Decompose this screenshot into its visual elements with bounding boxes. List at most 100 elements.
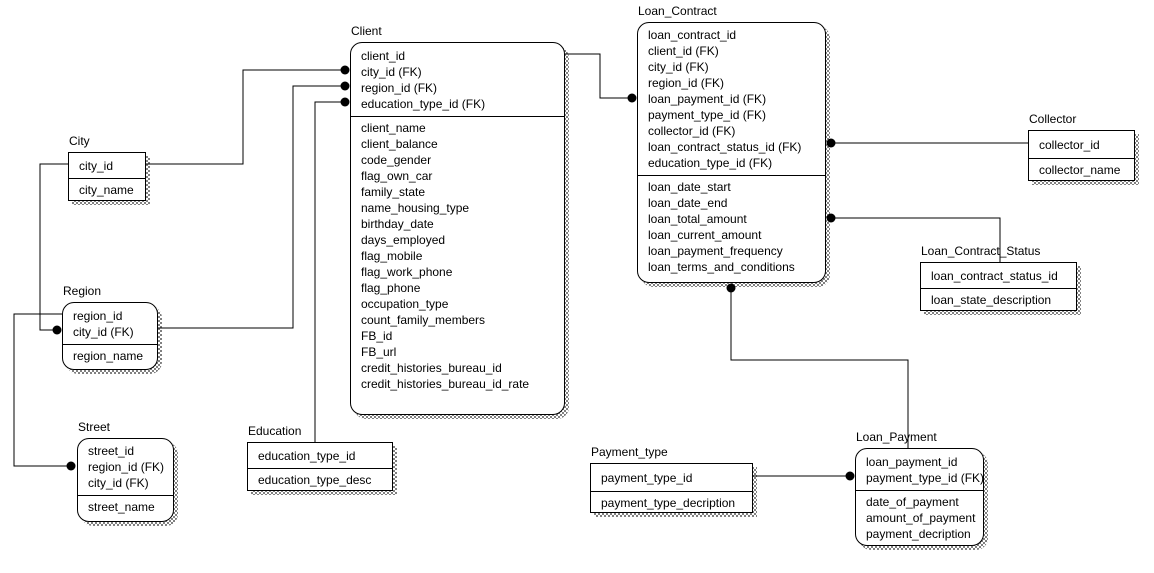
relationship-Loan_Payment-Loan_Contract <box>730 292 909 448</box>
attribute-section: payment_type_decription <box>591 491 752 512</box>
key-section: city_id <box>69 153 145 178</box>
relationship-child-dot <box>627 93 637 103</box>
key-attribute: client_id (FK) <box>648 44 719 58</box>
relationship-Region-Client <box>158 85 341 329</box>
attribute: client_name <box>361 121 426 135</box>
key-attribute: region_id <box>73 308 123 323</box>
relationship-child-dot <box>340 65 350 75</box>
entity-box: street_id region_id (FK) city_id (FK) stree… <box>77 438 174 522</box>
entity-title: Loan_Contract <box>638 4 717 18</box>
attribute: flag_own_car <box>361 169 433 183</box>
attribute: days_employed <box>361 233 446 247</box>
key-attribute: loan_contract_status_id <box>931 268 1058 283</box>
entity-title: Payment_type <box>591 445 668 459</box>
entity-title: Region <box>63 284 102 298</box>
attribute: region_name <box>73 349 144 363</box>
entity-title: Collector <box>1029 112 1077 126</box>
key-attribute: region_id (FK) <box>88 460 165 474</box>
key-section: education_type_id <box>248 443 392 468</box>
entity-Loan_Contract[interactable]: Loan_Contract loan_contract_id client_id (… <box>637 4 830 287</box>
attribute: education_type_desc <box>258 473 372 487</box>
attribute: payment_decription <box>866 527 971 541</box>
attribute: credit_histories_bureau_id <box>361 361 502 375</box>
attribute: client_balance <box>361 137 438 151</box>
key-attribute: city_id (FK) <box>648 60 709 74</box>
key-section: payment_type_id <box>591 464 752 491</box>
attribute: flag_phone <box>361 281 421 295</box>
key-attribute: collector_id <box>1039 137 1100 152</box>
attribute: payment_type_decription <box>601 496 736 510</box>
attribute: family_state <box>361 185 426 199</box>
attribute: name_housing_type <box>361 201 470 215</box>
entity-title: City <box>69 134 90 148</box>
attribute: credit_histories_bureau_id_rate <box>361 377 530 391</box>
key-attribute: loan_payment_id <box>866 454 958 469</box>
key-attribute: loan_payment_id (FK) <box>648 92 767 106</box>
key-attribute: city_id (FK) <box>88 476 149 490</box>
key-attribute: client_id <box>361 48 406 63</box>
relationship-child-dot <box>66 461 76 471</box>
attribute: loan_current_amount <box>648 228 762 242</box>
attribute: birthday_date <box>361 217 434 231</box>
entity-box: city_id city_name <box>68 152 146 201</box>
entity-Street[interactable]: Street street_id region_id (FK) city_id (FK… <box>77 420 178 526</box>
entity-box: collector_id collector_name <box>1028 130 1135 181</box>
key-attribute: education_type_id (FK) <box>361 96 486 111</box>
attribute-section: collector_name <box>1029 158 1134 180</box>
relationship-City-Client <box>146 69 341 165</box>
attribute: loan_terms_and_conditions <box>648 260 795 274</box>
attribute: loan_date_start <box>648 180 731 194</box>
key-attribute: street_id <box>88 444 135 458</box>
key-attribute: payment_type_id <box>601 470 693 485</box>
attribute: occupation_type <box>361 297 449 311</box>
entity-City[interactable]: City city_id city_name <box>68 134 150 205</box>
entity-title: Client <box>351 24 382 38</box>
attribute: date_of_payment <box>866 495 959 509</box>
attribute: FB_url <box>361 345 397 359</box>
attribute-section: street_name <box>78 495 173 521</box>
key-attribute: loan_contract_id <box>648 28 737 42</box>
key-attribute: collector_id (FK) <box>648 124 736 138</box>
key-attribute: payment_type_id (FK) <box>866 470 985 485</box>
key-attribute: city_id <box>79 158 114 173</box>
relationship-Client-Loan_Contract <box>565 53 628 99</box>
attribute-section: education_type_desc <box>248 468 392 490</box>
attribute-section: region_name <box>63 344 157 369</box>
key-section: collector_id <box>1029 131 1134 158</box>
entity-Payment_type[interactable]: Payment_type payment_type_id payment_type_… <box>590 445 757 517</box>
key-attribute: region_id (FK) <box>361 80 438 95</box>
entity-Collector[interactable]: Collector collector_id collector_name <box>1028 112 1139 185</box>
relationship-child-dot <box>340 81 350 91</box>
attribute-section: loan_state_description <box>921 288 1076 310</box>
attribute: FB_id <box>361 329 393 343</box>
entity-box: education_type_id education_type_desc <box>247 442 393 491</box>
attribute: loan_payment_frequency <box>648 244 783 258</box>
attribute: amount_of_payment <box>866 511 976 525</box>
attribute: city_name <box>79 183 134 197</box>
key-attribute: payment_type_id (FK) <box>648 108 767 122</box>
entity-title: Loan_Payment <box>856 430 937 444</box>
entity-box: loan_contract_id client_id (FK) city_id (F… <box>637 22 826 283</box>
key-attribute: city_id (FK) <box>361 64 422 79</box>
attribute-section: city_name <box>69 178 145 200</box>
entity-title: Street <box>78 420 111 434</box>
attribute: street_name <box>88 500 155 514</box>
key-section: loan_contract_status_id <box>921 263 1076 288</box>
attribute: loan_date_end <box>648 196 728 210</box>
entity-box: loan_contract_status_id loan_state_descri… <box>920 262 1077 311</box>
entity-title: Education <box>248 424 302 438</box>
relationship-Region-Street <box>13 313 67 467</box>
attribute: loan_state_description <box>931 293 1052 307</box>
